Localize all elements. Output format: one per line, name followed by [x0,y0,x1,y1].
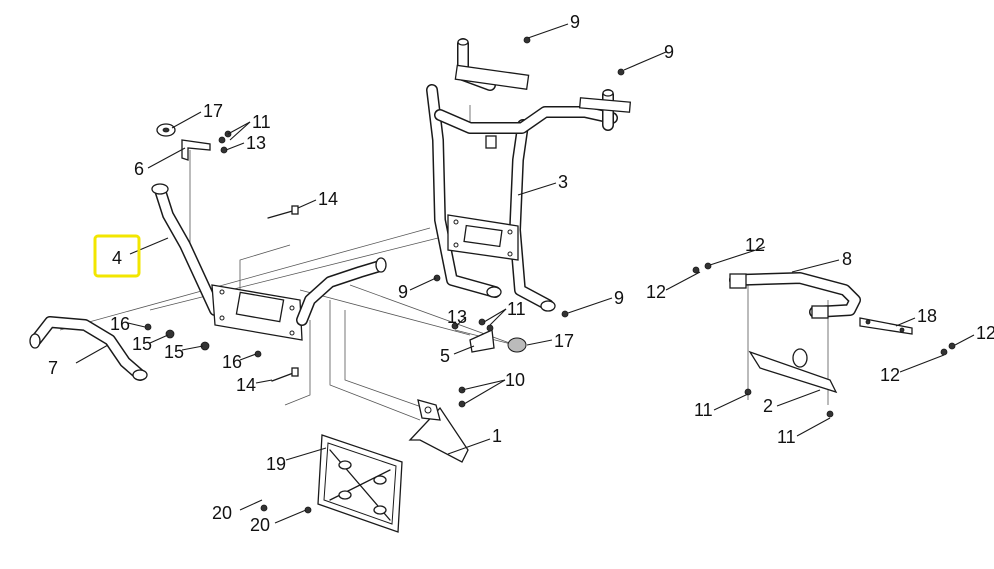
callout-15-b: 15 [164,342,184,362]
callout-11-c: 11 [694,400,713,420]
callout-17-b: 17 [554,331,574,351]
callout-9-b: 9 [664,42,674,62]
leader-lines [75,23,975,524]
callout-9-a: 9 [570,12,580,32]
callout-11-b: 11 [507,299,526,319]
callout-14-b: 14 [236,375,256,395]
callout-5: 5 [440,346,450,366]
callout-1: 1 [492,426,502,446]
callout-9-d: 9 [614,288,624,308]
part-18-bracket [859,317,913,335]
callout-13-a: 13 [246,133,266,153]
callout-4: 4 [112,248,122,268]
callout-3: 3 [558,172,568,192]
callout-16-a: 16 [110,314,130,334]
callout-9-c: 9 [398,282,408,302]
callout-17-a: 17 [203,101,223,121]
callout-2: 2 [763,396,773,416]
part-8-rear-bar [729,272,861,319]
callout-13-b: 13 [447,307,467,327]
callout-7: 7 [48,358,58,378]
front-bumper-assembly [29,257,387,381]
callout-12-d: 12 [880,365,900,385]
callout-14-a: 14 [318,189,338,209]
callout-16-b: 16 [222,352,242,372]
part-2-hitch [748,348,838,394]
callout-8: 8 [842,249,852,269]
part-6-bracket [156,123,232,161]
callout-12-b: 12 [646,282,666,302]
part-3-upper-frame [426,38,632,312]
callout-12-c: 12 [976,323,994,343]
callout-6: 6 [134,159,144,179]
callout-15-a: 15 [132,334,152,354]
callout-18: 18 [917,306,937,326]
hardware-fasteners [144,36,956,514]
part-5-bracket [451,318,527,353]
callout-labels: 1 2 3 4 5 6 7 8 9 9 9 9 10 11 11 11 11 1… [48,12,994,535]
callout-19: 19 [266,454,286,474]
callout-20-a: 20 [212,503,232,523]
callout-11-a: 11 [252,112,271,132]
part-1-plate-bracket [408,399,469,463]
callout-12-a: 12 [745,235,765,255]
callout-20-b: 20 [250,515,270,535]
highlight-box [93,234,141,278]
part-19-license-plate [317,434,403,533]
callout-10: 10 [505,370,525,390]
callout-11-d: 11 [777,427,796,447]
part-4-left-upright [151,183,221,316]
